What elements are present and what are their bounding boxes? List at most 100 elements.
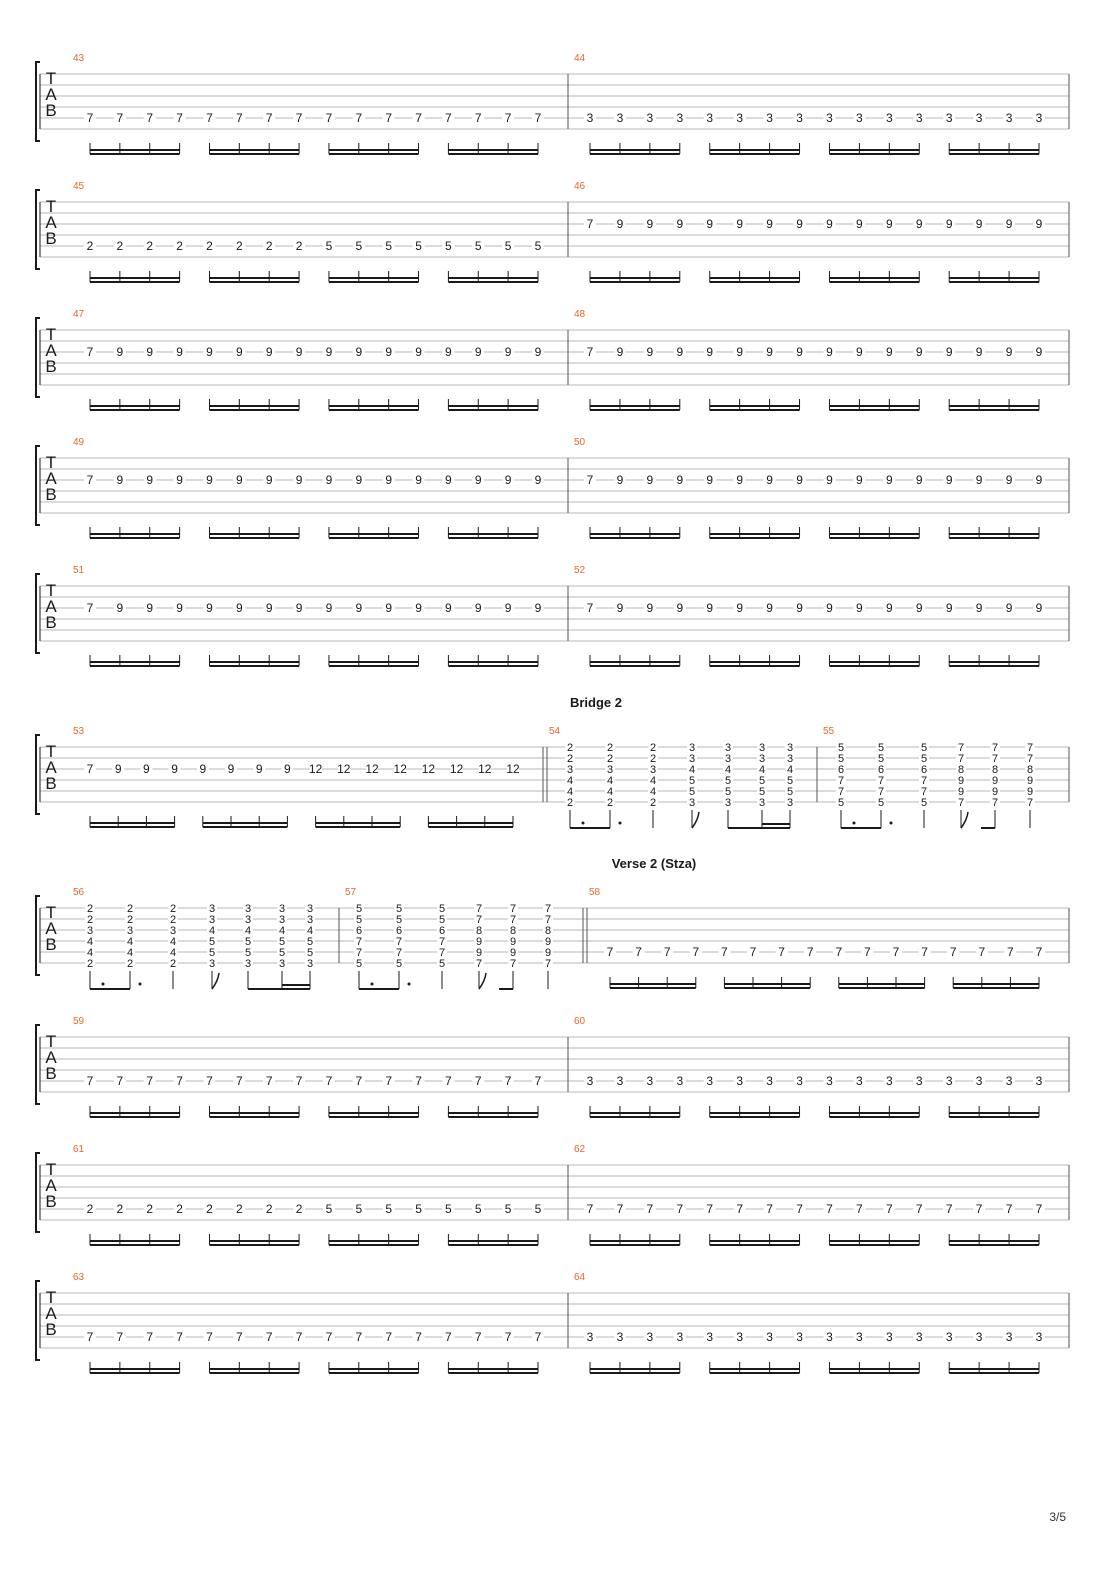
fret-bg <box>263 475 276 486</box>
tab-system <box>35 734 1070 829</box>
fret-bg <box>474 914 484 924</box>
measure-number: 60 <box>574 1016 586 1027</box>
fret-bg <box>263 241 276 252</box>
fret-bg <box>703 1076 716 1087</box>
fret-bg <box>143 241 156 252</box>
chord-fret-number: 3 <box>725 753 731 765</box>
tab-clef-letter: B <box>45 357 56 376</box>
fret-number: 9 <box>766 217 773 231</box>
fret-bg <box>990 775 1000 785</box>
fret-bg <box>918 947 931 958</box>
fret-bg <box>605 764 615 774</box>
fret-bg <box>823 1204 836 1215</box>
fret-number: 7 <box>893 945 900 959</box>
fret-bg <box>584 1204 596 1215</box>
tab-clef-letter: A <box>45 919 57 938</box>
fret-number: 9 <box>117 601 124 615</box>
measure-number: 56 <box>73 887 85 898</box>
fret-bg <box>804 947 817 958</box>
fret-bg <box>382 1076 395 1087</box>
fret-bg <box>85 925 95 935</box>
fret-bg <box>763 219 776 230</box>
fret-number: 9 <box>766 601 773 615</box>
fret-number: 3 <box>886 1074 893 1088</box>
fret-bg <box>382 113 395 124</box>
fret-bg <box>243 925 253 935</box>
fret-number: 7 <box>117 1074 124 1088</box>
fret-bg <box>785 753 795 763</box>
fret-number: 7 <box>1007 945 1014 959</box>
fret-number: 7 <box>146 1074 153 1088</box>
fret-number: 2 <box>236 239 243 253</box>
fret-bg <box>352 241 365 252</box>
fret-bg <box>876 775 886 785</box>
fret-bg <box>382 603 395 614</box>
fret-bg <box>322 1076 335 1087</box>
fret-number: 3 <box>976 1330 983 1344</box>
fret-number: 5 <box>355 1202 362 1216</box>
fret-bg <box>508 914 518 924</box>
fret-number: 7 <box>676 1202 683 1216</box>
fret-bg <box>919 786 929 796</box>
fret-bg <box>973 113 986 124</box>
fret-number: 7 <box>535 1330 542 1344</box>
fret-number: 9 <box>886 473 893 487</box>
fret-bg <box>352 1332 365 1343</box>
chord-fret-number: 4 <box>607 786 613 798</box>
system-bracket <box>35 1280 40 1361</box>
fret-number: 3 <box>856 1330 863 1344</box>
fret-number: 9 <box>617 217 624 231</box>
chord-fret-number: 7 <box>476 958 482 970</box>
chord-fret-number: 5 <box>759 786 765 798</box>
fret-bg <box>125 947 135 957</box>
fret-number: 9 <box>326 601 333 615</box>
system-bracket <box>35 573 40 654</box>
fret-number: 3 <box>736 1074 743 1088</box>
fret-bg <box>412 1204 425 1215</box>
fret-bg <box>293 1332 306 1343</box>
fret-bg <box>207 936 217 946</box>
chord-fret-number: 5 <box>396 958 402 970</box>
fret-bg <box>543 914 553 924</box>
fret-bg <box>173 241 186 252</box>
measure-number: 51 <box>73 565 85 576</box>
fret-number: 9 <box>143 762 150 776</box>
system-bracket <box>35 1152 40 1233</box>
fret-bg <box>613 113 626 124</box>
fret-bg <box>1033 947 1045 958</box>
fret-number: 9 <box>676 601 683 615</box>
fret-bg <box>823 603 836 614</box>
fret-number: 3 <box>886 111 893 125</box>
fret-bg <box>648 764 658 774</box>
fret-bg <box>113 1332 126 1343</box>
measure-number: 50 <box>574 437 586 448</box>
fret-number: 9 <box>1006 601 1013 615</box>
fret-bg <box>883 347 896 358</box>
fret-number: 7 <box>807 945 814 959</box>
fret-bg <box>584 1332 596 1343</box>
chord-fret-number: 3 <box>689 797 695 809</box>
fret-bg <box>613 603 626 614</box>
chord-fret-number: 2 <box>650 797 656 809</box>
fret-bg <box>543 925 553 935</box>
fret-bg <box>472 1204 485 1215</box>
fret-bg <box>648 797 658 807</box>
chord-fret-number: 7 <box>958 753 964 765</box>
tab-clef-letter: A <box>45 213 57 232</box>
fret-bg <box>474 958 484 968</box>
fret-bg <box>203 241 216 252</box>
chord-fret-number: 4 <box>787 764 793 776</box>
tab-clef-letter: A <box>45 469 57 488</box>
fret-bg <box>733 219 746 230</box>
fret-number: 7 <box>296 1330 303 1344</box>
fret-bg <box>785 742 795 752</box>
fret-bg <box>207 958 217 968</box>
tab-system <box>35 189 1070 283</box>
fret-number: 9 <box>766 473 773 487</box>
fret-number: 3 <box>976 1074 983 1088</box>
fret-bg <box>168 947 178 957</box>
fret-bg <box>277 947 287 957</box>
fret-bg <box>785 786 795 796</box>
fret-bg <box>1003 347 1016 358</box>
fret-number: 7 <box>355 1074 362 1088</box>
